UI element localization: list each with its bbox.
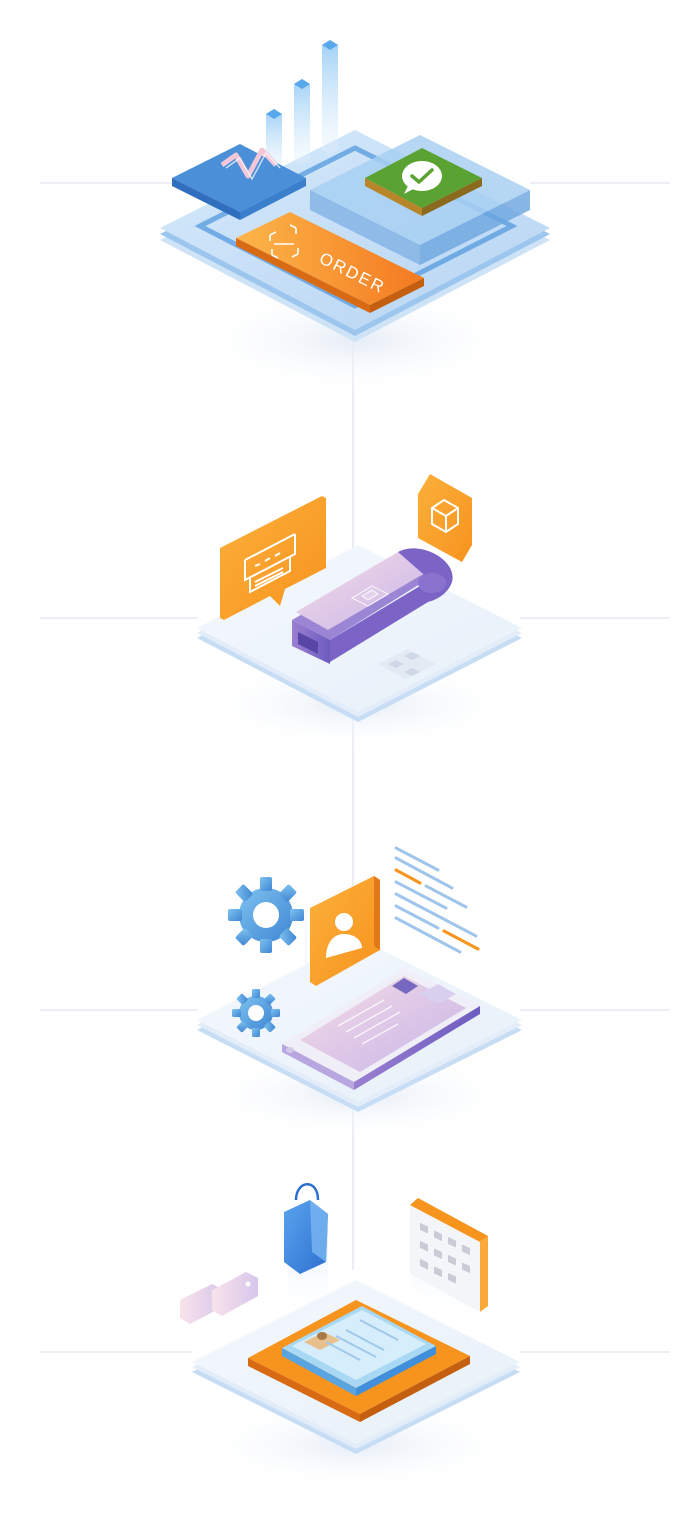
layer-order-platform: ORDER: [160, 40, 550, 395]
shopping-bag-icon: [284, 1183, 328, 1274]
pos-terminal-icon: [292, 548, 453, 664]
qr-code-icon: [378, 649, 436, 679]
gear-icon: [232, 989, 280, 1037]
user-profile-icon: [304, 1332, 340, 1350]
trend-line-icon: [172, 144, 306, 220]
layer-app-platform: [188, 846, 528, 1140]
smartphone-icon: [282, 968, 480, 1090]
delivery-box-icon: [418, 474, 472, 562]
text-lines-icon: [394, 846, 480, 954]
bar-chart-icon: [266, 40, 338, 175]
layer-pos-platform: [188, 474, 528, 750]
wechat-chat-icon: [365, 148, 482, 216]
user-profile-icon: [310, 876, 380, 986]
horizontal-guide-lines: [40, 182, 670, 1353]
calendar-icon: [410, 1198, 488, 1312]
layer-member-platform: [180, 1183, 526, 1490]
gear-icon: [228, 877, 304, 953]
scan-order-icon: ORDER: [236, 212, 424, 313]
shop-storefront-icon: [220, 496, 326, 620]
price-tag-icon: [180, 1272, 258, 1324]
member-card-icon: [248, 1300, 470, 1422]
